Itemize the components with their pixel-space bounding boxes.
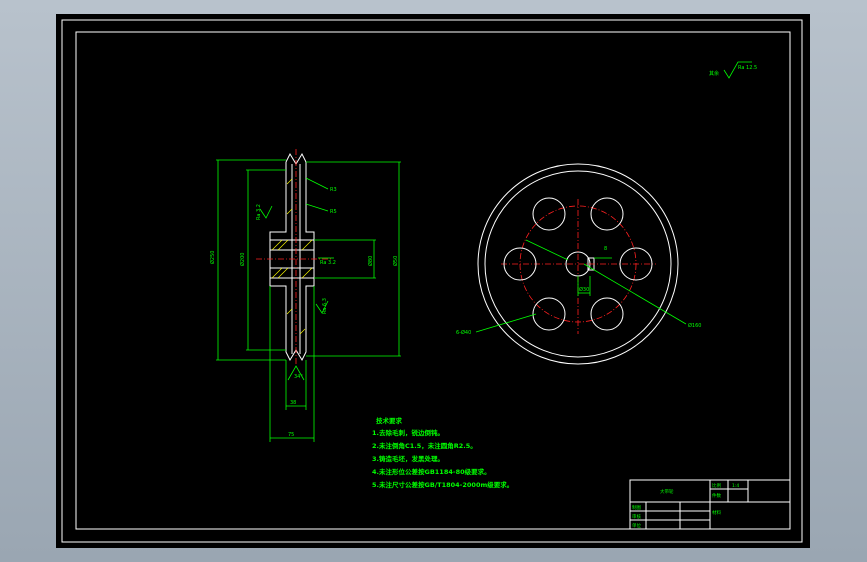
pulley-drawing: Ø250 Ø200 Ø80 Ø50 75 38 34° R3 R5 Ra 3.2…	[61, 19, 803, 543]
dim-total-width: 75	[288, 432, 294, 438]
front-view: Ø160 6-Ø40 Ø30 8	[456, 163, 701, 365]
dim-hub-width: Ø50	[392, 256, 399, 266]
leader-label-2: R5	[330, 209, 337, 215]
dim-outer-diameter: Ø250	[209, 251, 216, 264]
lightening-hole	[532, 297, 566, 331]
cad-viewport[interactable]: Ø250 Ø200 Ø80 Ø50 75 38 34° R3 R5 Ra 3.2…	[56, 14, 810, 548]
note-3: 3.铸造毛坯，发黑处理。	[372, 454, 444, 463]
dim-hub-bore: Ø30	[579, 286, 589, 293]
outer-rim-circle	[477, 163, 679, 365]
global-surface-prefix: 其余	[709, 70, 719, 77]
scale-label: 比例	[712, 482, 721, 489]
section-hatch	[271, 178, 313, 335]
technical-notes: 技术要求 1.去除毛刺，锐边倒钝。 2.未注倒角C1.5，未注圆角R2.5。 3…	[372, 416, 513, 489]
qty-label: 件数	[712, 492, 721, 499]
note-1: 1.去除毛刺，锐边倒钝。	[372, 428, 444, 437]
part-name: 大带轮	[660, 488, 674, 495]
lightening-holes	[503, 197, 653, 331]
inner-rim-circle	[484, 170, 672, 358]
dim-keyway-width: 8	[604, 246, 607, 252]
leader-label-1: R3	[330, 187, 337, 193]
designer-label: 制图	[632, 504, 641, 511]
dim-groove-angle: 34°	[294, 374, 303, 380]
notes-heading: 技术要求	[376, 416, 403, 425]
surface-mark-face: Ra 6.3	[322, 298, 328, 314]
dim-rim-diameter: Ø200	[239, 253, 246, 266]
surface-mark-bore: Ra 3.2	[320, 260, 336, 266]
title-block: 大带轮 比例 1:4 件数 材料 制图 审核 单位	[629, 479, 791, 530]
global-surface-mark: Ra 12.5 其余	[709, 61, 757, 79]
scale-value: 1:4	[732, 483, 739, 489]
section-view: Ø250 Ø200 Ø80 Ø50 75 38 34° R3 R5 Ra 3.2…	[209, 149, 401, 442]
checker-label: 审核	[632, 513, 641, 520]
dim-hole-label: 6-Ø40	[456, 329, 471, 336]
note-5: 5.未注尺寸公差按GB/T1804-2000m级要求。	[372, 480, 513, 489]
lightening-hole	[532, 197, 566, 231]
surface-mark-groove: Ra 3.2	[256, 204, 262, 220]
note-4: 4.未注形位公差按GB1184-80级要求。	[372, 467, 491, 476]
lightening-hole	[619, 247, 653, 281]
dim-groove-width: 38	[290, 400, 296, 406]
note-2: 2.未注倒角C1.5，未注圆角R2.5。	[372, 441, 477, 450]
dim-pitch-circle: Ø160	[688, 322, 701, 329]
drawing-frame	[75, 31, 791, 530]
unit-label: 单位	[632, 522, 641, 529]
material-label: 材料	[712, 509, 721, 516]
dim-hub-diameter: Ø80	[367, 256, 374, 266]
lightening-hole	[503, 247, 537, 281]
global-surface-text: Ra 12.5	[738, 65, 757, 71]
lightening-hole	[590, 297, 624, 331]
sheet-border	[61, 19, 803, 543]
lightening-hole	[590, 197, 624, 231]
